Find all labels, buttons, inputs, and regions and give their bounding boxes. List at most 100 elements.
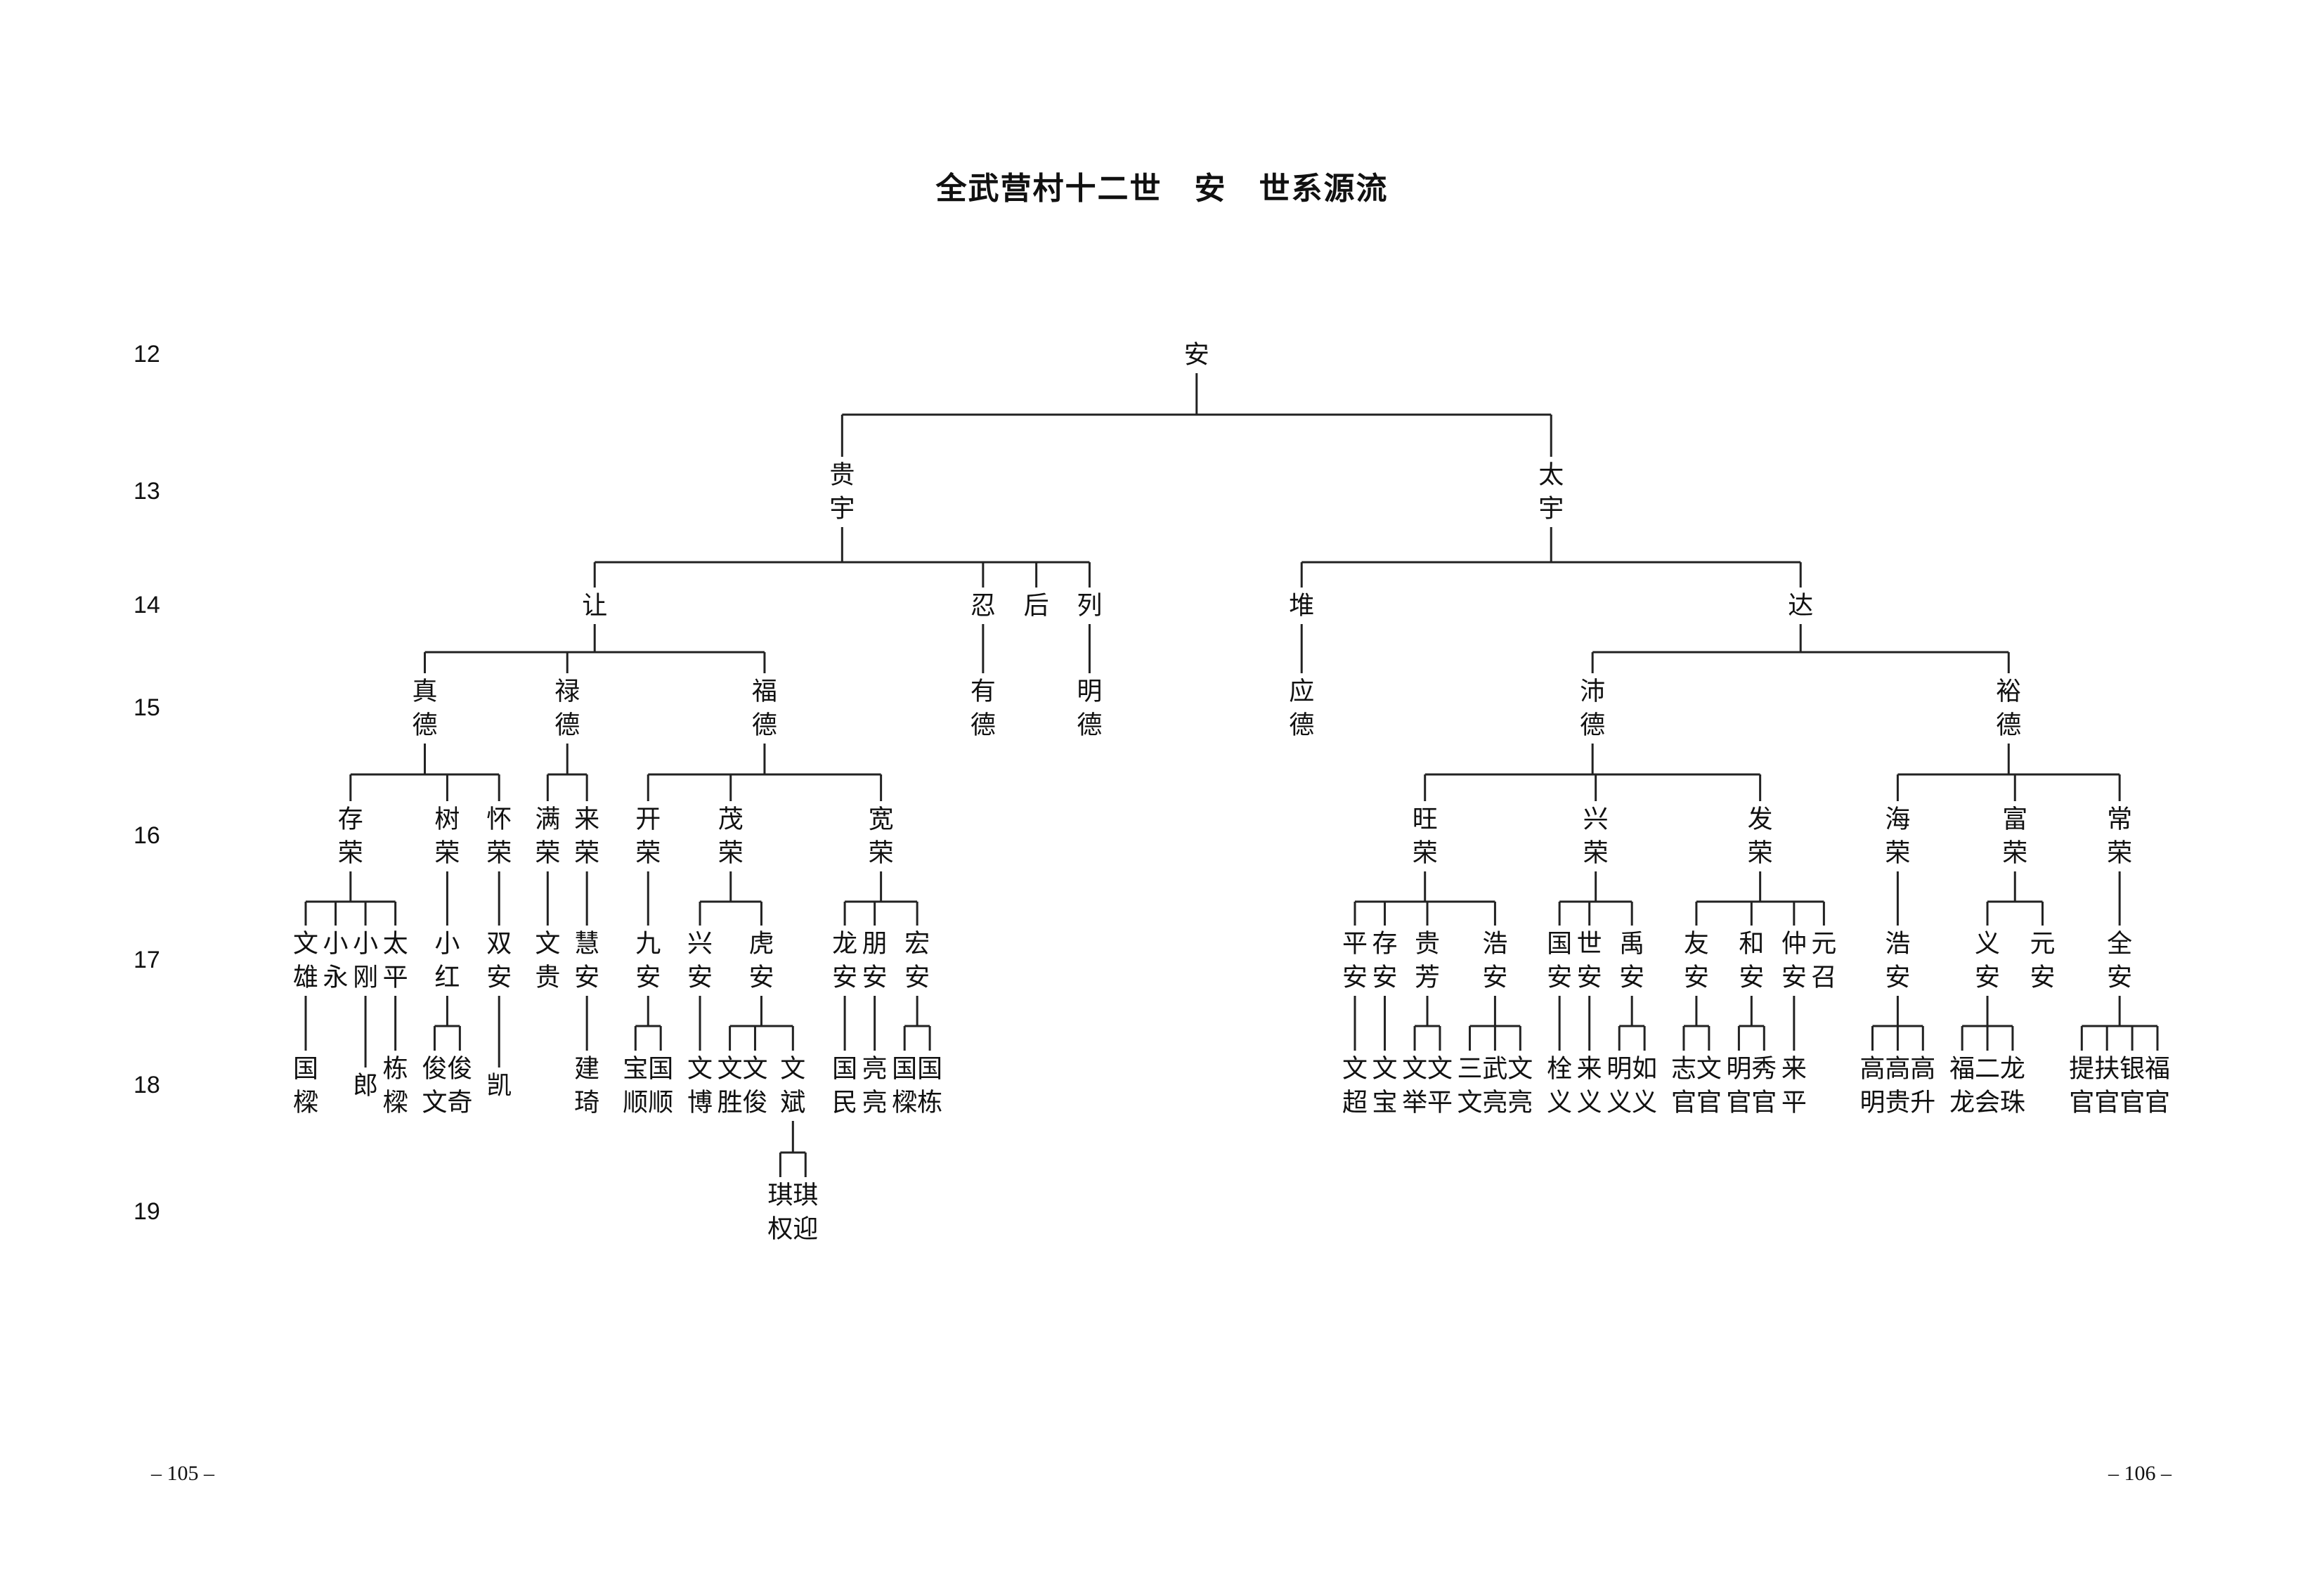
person-name: 安 [1975, 963, 2000, 992]
person-name: 怀 [486, 805, 512, 834]
person-name: 宝 [1372, 1089, 1398, 1117]
generation-label: 12 [134, 341, 160, 368]
person-name: 德 [554, 711, 580, 740]
person-name: 禹 [1619, 930, 1644, 959]
person-name: 宽 [869, 805, 894, 834]
generation-label: 19 [134, 1198, 160, 1225]
person-name: 安 [687, 963, 713, 992]
person-name: 发 [1748, 805, 1773, 834]
person-name: 斌 [780, 1089, 805, 1117]
person-name: 文 [422, 1089, 447, 1117]
person-name: 安 [1342, 963, 1368, 992]
person-name: 荣 [338, 839, 363, 868]
person-name: 义 [1632, 1089, 1657, 1117]
person-name: 文 [1402, 1055, 1427, 1084]
person-name: 荣 [2107, 839, 2132, 868]
person-name: 国 [917, 1055, 942, 1084]
person-name: 荣 [635, 839, 661, 868]
person-name: 红 [434, 963, 460, 992]
person-name: 荣 [486, 839, 512, 868]
person-name: 举 [1402, 1089, 1427, 1117]
person-name: 旺 [1413, 805, 1438, 834]
person-name: 达 [1788, 592, 1813, 621]
person-name: 德 [752, 711, 777, 740]
person-name: 权 [767, 1215, 793, 1244]
person-name: 福 [2145, 1055, 2170, 1084]
person-name: 贵 [1885, 1089, 1910, 1117]
person-name: 俊 [422, 1055, 447, 1084]
person-name: 虎 [748, 930, 774, 959]
person-name: 顺 [623, 1089, 648, 1117]
person-name: 常 [2107, 805, 2132, 834]
person-name: 荣 [535, 839, 560, 868]
person-name: 建 [574, 1055, 599, 1084]
person-name: 义 [1975, 930, 2000, 959]
person-name: 国 [293, 1055, 318, 1084]
person-name: 慧 [574, 930, 599, 959]
person-name: 宏 [904, 930, 930, 959]
generation-label: 17 [134, 947, 160, 973]
person-name: 国 [832, 1055, 857, 1084]
person-name: 奇 [447, 1089, 472, 1117]
person-name: 海 [1885, 805, 1910, 834]
person-name: 有 [971, 677, 996, 706]
person-name: 珠 [2000, 1089, 2025, 1117]
person-name: 会 [1975, 1089, 2000, 1117]
person-name: 高 [1910, 1055, 1935, 1084]
person-name: 荣 [574, 839, 599, 868]
person-name: 安 [1781, 963, 1807, 992]
person-name: 秀 [1751, 1055, 1777, 1084]
person-name: 俊 [447, 1055, 472, 1084]
person-name: 文 [1507, 1055, 1533, 1084]
person-name: 小 [434, 930, 460, 959]
person-name: 文 [718, 1055, 743, 1084]
person-name: 平 [1427, 1089, 1453, 1117]
person-name: 国 [648, 1055, 673, 1084]
person-name: 栋 [917, 1089, 942, 1117]
person-name: 开 [635, 805, 661, 834]
person-name: 郎 [353, 1072, 378, 1101]
person-name: 贵 [829, 461, 855, 490]
person-name: 德 [412, 711, 437, 740]
person-name: 安 [1184, 341, 1209, 370]
person-name: 安 [904, 963, 930, 992]
person-name: 裕 [1996, 677, 2021, 706]
person-name: 樑 [892, 1089, 917, 1117]
page-number-left: – 105 – [151, 1462, 214, 1485]
generation-label: 18 [134, 1072, 160, 1098]
person-name: 官 [1751, 1089, 1777, 1117]
person-name: 义 [1606, 1089, 1632, 1117]
person-name: 文 [780, 1055, 805, 1084]
person-name: 安 [486, 963, 512, 992]
person-name: 世 [1577, 930, 1602, 959]
person-name: 平 [383, 963, 408, 992]
person-name: 官 [2145, 1089, 2170, 1117]
person-name: 刚 [353, 963, 378, 992]
person-name: 琪 [767, 1181, 793, 1210]
generation-label: 13 [134, 478, 160, 505]
person-name: 荣 [869, 839, 894, 868]
person-name: 太 [383, 930, 408, 959]
person-name: 真 [412, 677, 437, 706]
person-name: 贵 [1415, 930, 1440, 959]
person-name: 荣 [434, 839, 460, 868]
person-name: 官 [2069, 1089, 2094, 1117]
person-name: 栋 [383, 1055, 408, 1084]
person-name: 安 [1885, 963, 1910, 992]
person-name: 荣 [1885, 839, 1910, 868]
person-name: 二 [1975, 1055, 2000, 1084]
person-name: 亮 [1482, 1089, 1507, 1117]
person-name: 存 [338, 805, 363, 834]
person-name: 文 [1372, 1055, 1398, 1084]
person-name: 樑 [383, 1089, 408, 1117]
person-name: 博 [687, 1089, 713, 1117]
person-name: 小 [323, 930, 349, 959]
person-name: 让 [582, 592, 607, 621]
person-name: 德 [1289, 711, 1314, 740]
person-name: 安 [1619, 963, 1644, 992]
person-name: 来 [574, 805, 599, 834]
person-name: 官 [2094, 1089, 2119, 1117]
person-name: 亮 [862, 1055, 888, 1084]
person-name: 满 [535, 805, 560, 834]
person-name: 宝 [623, 1055, 648, 1084]
